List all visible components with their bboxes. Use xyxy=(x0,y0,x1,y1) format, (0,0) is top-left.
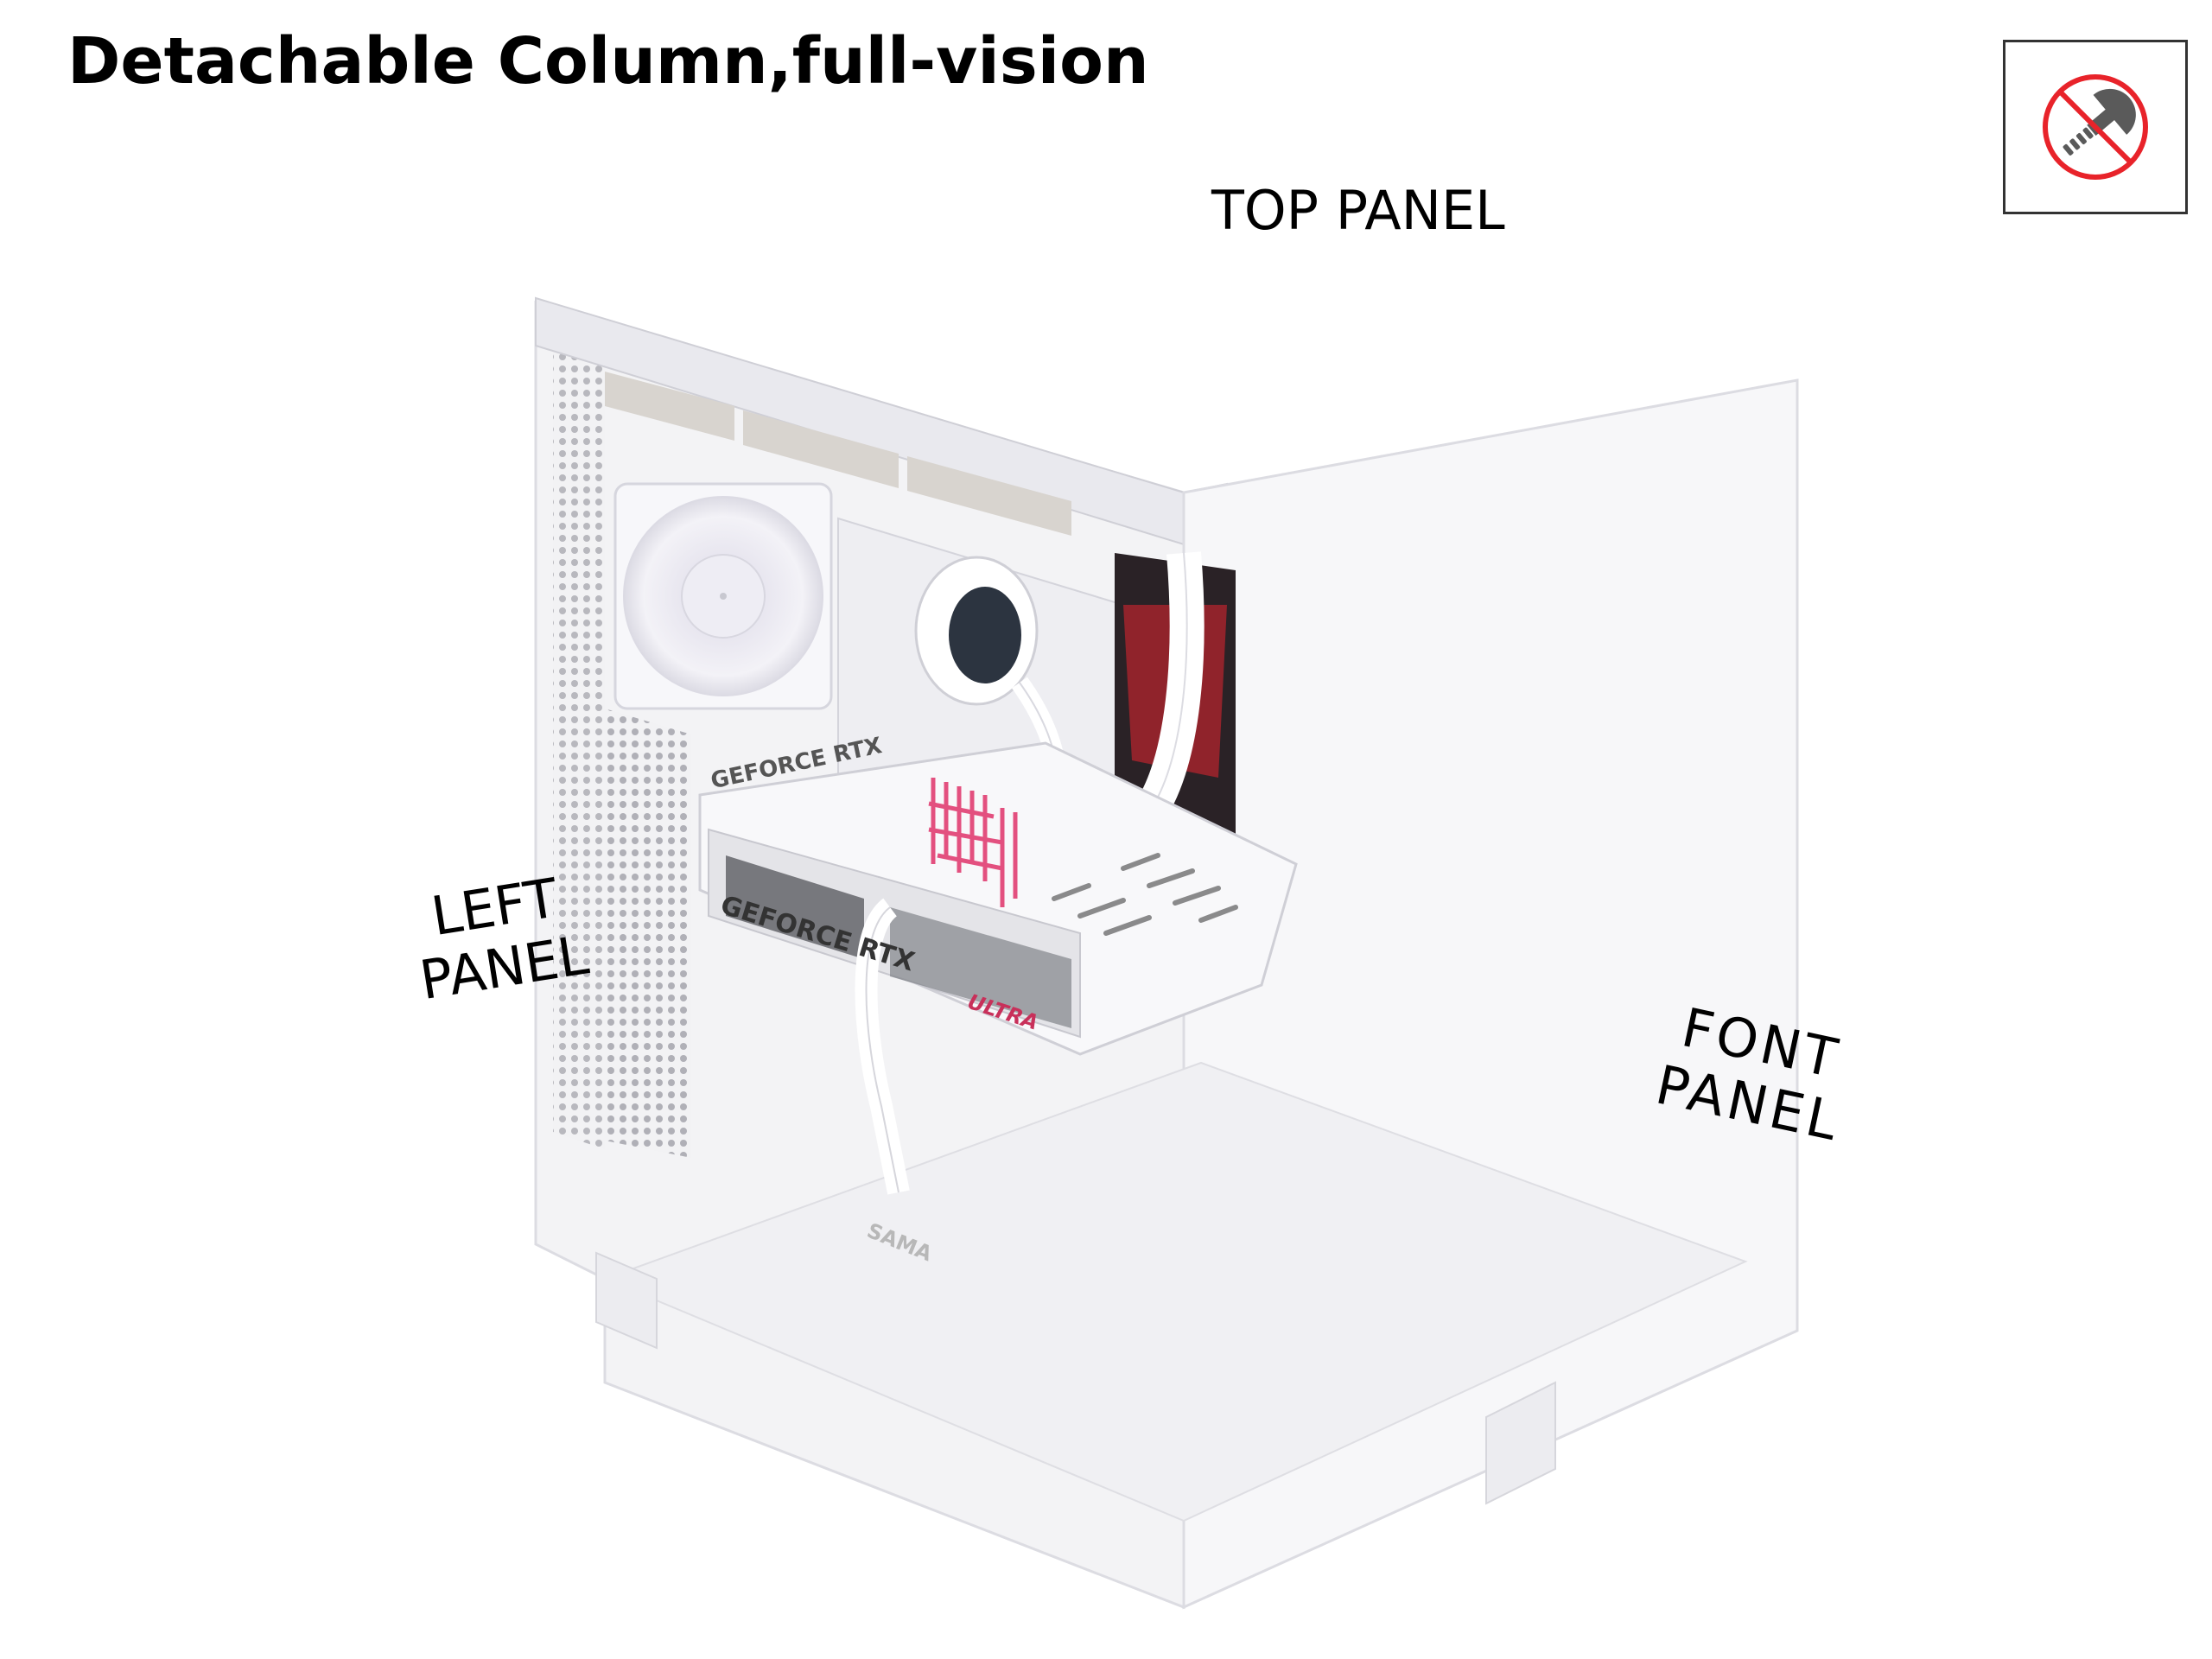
rear-fan xyxy=(613,482,833,710)
tool-free-badge xyxy=(2003,40,2188,214)
left-panel-label: LEFT PANEL xyxy=(406,863,593,1012)
no-screw-icon xyxy=(2043,74,2148,180)
top-panel-label: TOP PANEL xyxy=(1211,179,1505,242)
page-title: Detachable Column,full-vision xyxy=(67,24,1149,99)
graphics-card xyxy=(698,741,1298,1195)
